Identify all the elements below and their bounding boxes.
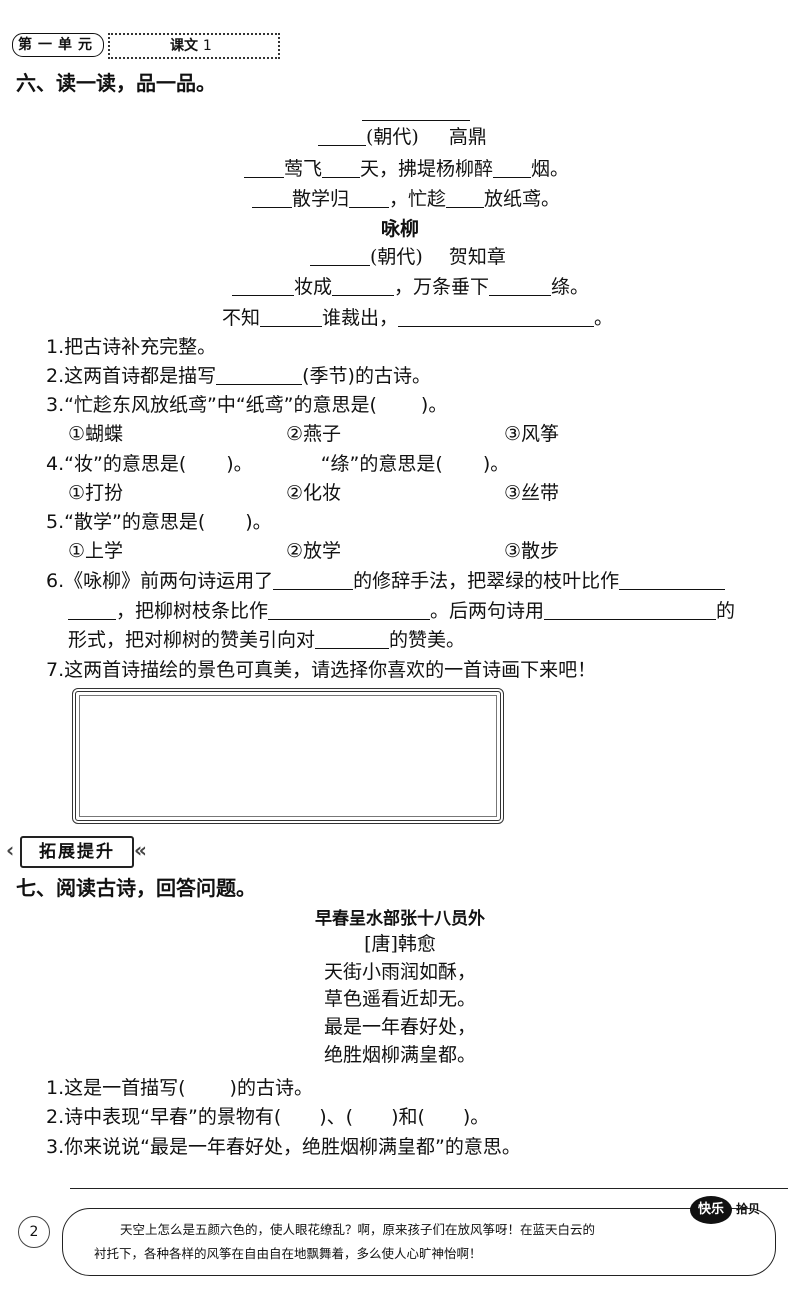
s7-question-3: 3.你来说说“最是一年春好处，绝胜烟柳满皇都”的意思。 bbox=[46, 1136, 521, 1158]
poem2-dynasty: (朝代) bbox=[370, 246, 423, 268]
poem3-line4: 绝胜烟柳满皇都。 bbox=[323, 1044, 476, 1066]
happy-speech-bubble: 快乐 bbox=[690, 1196, 732, 1224]
s6-question-7: 7.这两首诗描绘的景色可真美，请选择你喜欢的一首诗画下来吧！ bbox=[46, 659, 597, 681]
poem2-line1: 妆成，万条垂下绦。 bbox=[232, 274, 589, 300]
pick-shells-label: 拾贝 bbox=[736, 1202, 761, 1216]
s6-question-2: 2.这两首诗都是描写(季节)的古诗。 bbox=[46, 365, 431, 387]
s6-question-5: 5.“散学”的意思是()。 bbox=[46, 511, 272, 533]
poem1-author: 高鼎 bbox=[448, 126, 487, 148]
s6-q4-option-c[interactable]: ③丝带 bbox=[504, 482, 560, 504]
lesson-text: 课文 bbox=[170, 38, 198, 54]
poem3-title: 早春呈水部张十八员外 bbox=[315, 909, 485, 929]
s6-q4-option-a[interactable]: ①打扮 bbox=[68, 482, 124, 504]
s6-question-6-line3: 形式，把对柳树的赞美引向对的赞美。 bbox=[68, 629, 466, 651]
footer-text-line1: 天空上怎么是五颜六色的，使人眼花缭乱？啊，原来孩子们在放风筝呀！在蓝天白云的 bbox=[120, 1222, 596, 1237]
poem1-line2: 散学归，忙趁放纸鸢。 bbox=[252, 186, 560, 212]
lesson-number: 1 bbox=[202, 38, 212, 54]
poem3-author: [唐]韩愈 bbox=[364, 933, 436, 955]
unit-label: 第一单元 bbox=[12, 33, 104, 57]
poem3-line2: 草色遥看近却无。 bbox=[323, 988, 476, 1010]
s6-q3-option-a[interactable]: ①蝴蝶 bbox=[68, 423, 124, 445]
poem2-byline: (朝代) 贺知章 bbox=[310, 244, 506, 270]
s6-q5-option-a[interactable]: ①上学 bbox=[68, 540, 124, 562]
s7-question-1: 1.这是一首描写()的古诗。 bbox=[46, 1077, 313, 1099]
s6-q3-option-b[interactable]: ②燕子 bbox=[286, 423, 342, 445]
poem3-line1: 天街小雨润如酥， bbox=[323, 961, 476, 983]
s6-q3-option-c[interactable]: ③风筝 bbox=[504, 423, 560, 445]
page-number: 2 bbox=[18, 1216, 50, 1248]
poem2-title: 咏柳 bbox=[380, 218, 419, 240]
s6-q4-option-b[interactable]: ②化妆 bbox=[286, 482, 342, 504]
s6-question-1: 1.把古诗补充完整。 bbox=[46, 336, 217, 358]
s6-question-6-line2: ，把柳树枝条比作。后两句诗用的 bbox=[68, 598, 735, 624]
s6-question-6-line1: 6.《咏柳》前两句诗运用了的修辞手法，把翠绿的枝叶比作 bbox=[46, 568, 726, 594]
s6-q5-option-b[interactable]: ②放学 bbox=[286, 540, 342, 562]
poem1-line1: 莺飞天，拂堤杨柳醉烟。 bbox=[244, 156, 569, 182]
s6-question-3: 3.“忙趁东风放纸鸢”中“纸鸢”的意思是()。 bbox=[46, 394, 448, 416]
s6-q5-option-c[interactable]: ③散步 bbox=[504, 540, 560, 562]
poem1-dynasty: (朝代) bbox=[366, 126, 419, 148]
footer-rule bbox=[70, 1188, 788, 1189]
poem2-line2: 不知谁裁出，。 bbox=[222, 307, 614, 329]
poem1-byline: (朝代) 高鼎 bbox=[318, 124, 487, 150]
s6-question-4: 4.“妆”的意思是()。 “绦”的意思是()。 bbox=[46, 453, 510, 475]
footer-note-box bbox=[62, 1208, 776, 1276]
section7-title: 七、阅读古诗，回答问题。 bbox=[16, 876, 256, 900]
left-chevron-icon: ‹ bbox=[6, 838, 15, 862]
drawing-area[interactable] bbox=[72, 688, 504, 824]
right-chevron-icon: « bbox=[134, 838, 147, 862]
poem1-title-blank bbox=[362, 120, 470, 121]
lesson-label: 课文 1 bbox=[108, 33, 280, 59]
footer-text-line2: 衬托下，各种各样的风筝在自由自在地飘舞着，多么使人心旷神怡啊！ bbox=[94, 1246, 482, 1261]
poem2-author: 贺知章 bbox=[448, 246, 506, 268]
section6-title: 六、读一读，品一品。 bbox=[16, 71, 216, 95]
extension-badge: 拓展提升 bbox=[20, 836, 134, 868]
poem3-line3: 最是一年春好处， bbox=[323, 1016, 476, 1038]
s7-question-2: 2.诗中表现“早春”的景物有()、()和()。 bbox=[46, 1106, 490, 1128]
